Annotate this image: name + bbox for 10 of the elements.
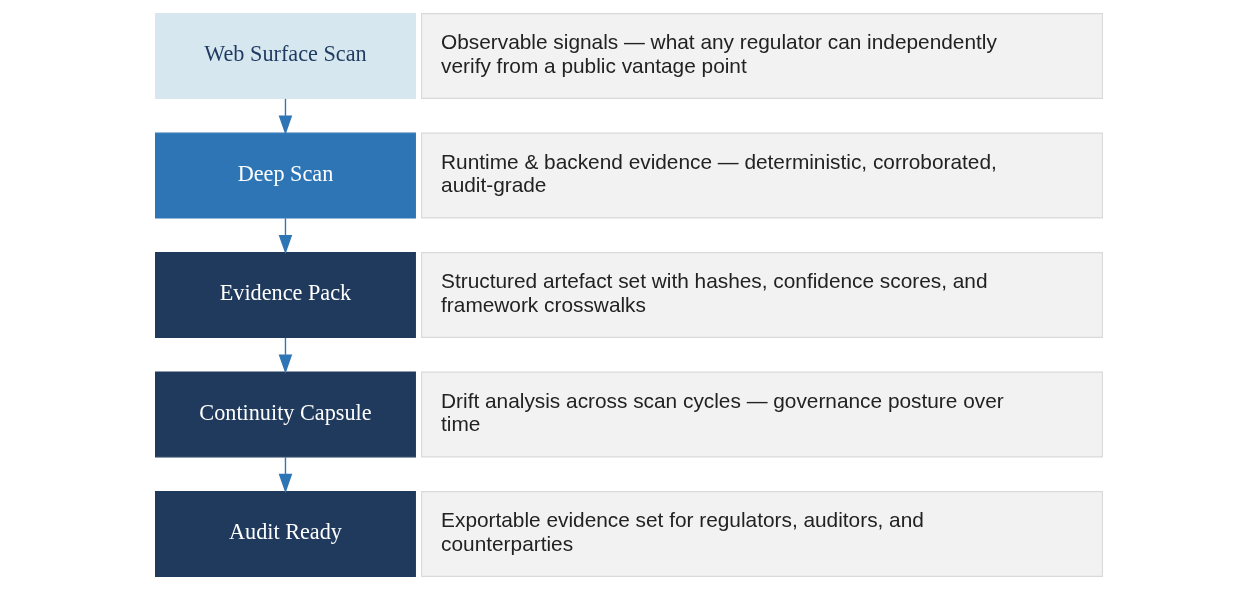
node-box: Audit Ready — [154, 491, 416, 577]
node-box: Drift analysis across scan cycles — governance posture over time — [420, 371, 1103, 458]
node-box: Observable signals — what any regulator can independently verify from a public vantage point — [420, 13, 1103, 99]
node-box: Continuity Capsule — [154, 371, 416, 458]
node-box: Runtime & backend evidence — deterministic, corroborated, audit-grade — [420, 132, 1103, 219]
node-box: Deep Scan — [154, 132, 416, 219]
node-box: Structured artefact set with hashes, confidence scores, and framework crosswalks — [420, 252, 1103, 338]
node-box: Exportable evidence set for regulators, auditors, and counterparties — [420, 491, 1103, 577]
node-box: Evidence Pack — [154, 252, 416, 338]
node-box: Web Surface Scan — [154, 13, 416, 99]
